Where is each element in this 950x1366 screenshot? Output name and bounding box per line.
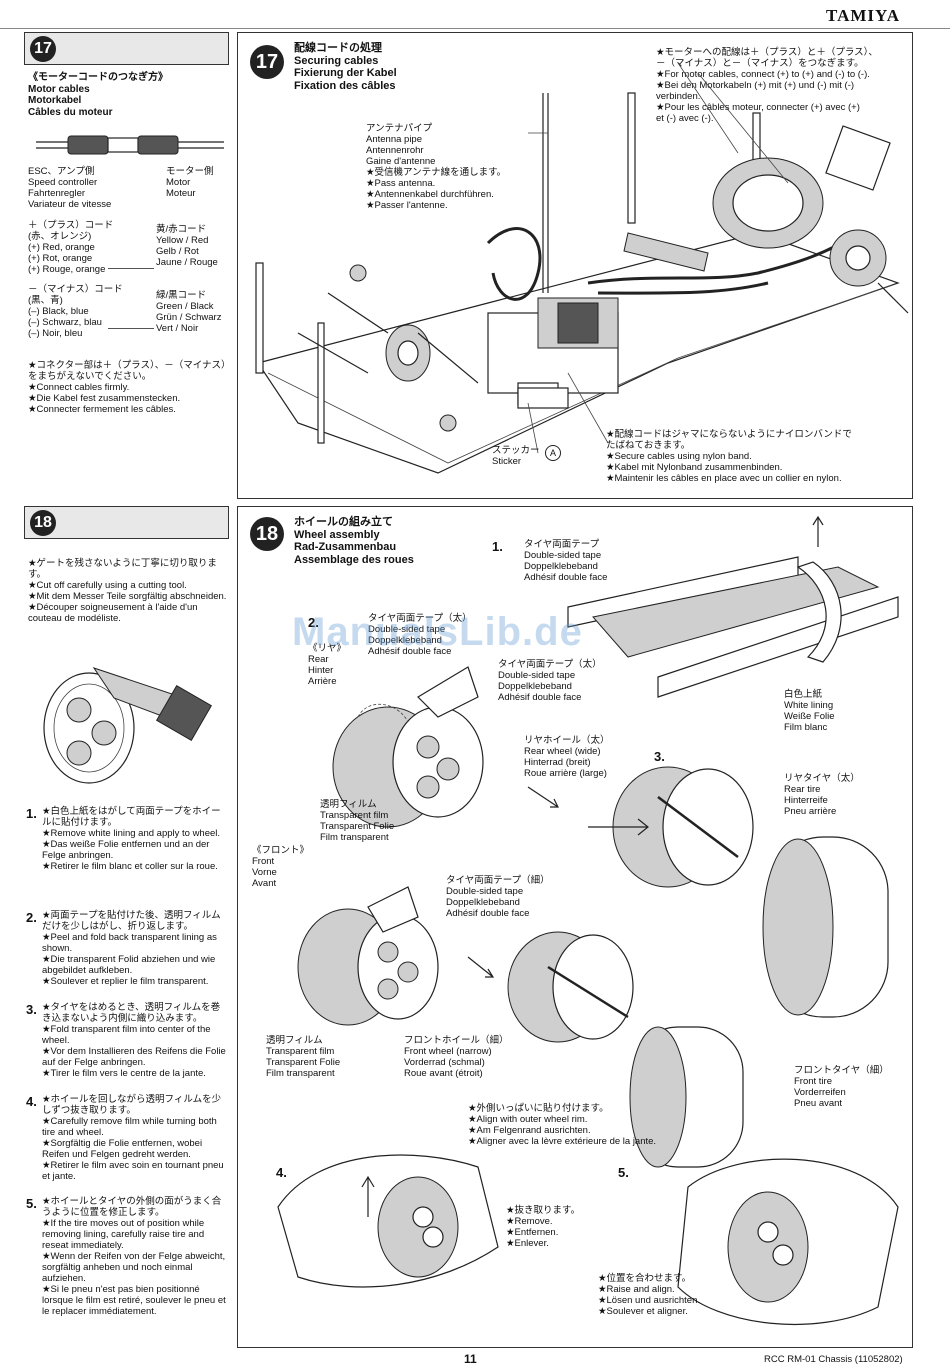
double-sided-tape-wide-label: タイヤ両面テープ（太） Double-sided tape Doppelkleb… [498, 659, 602, 703]
rear-wheel-label: リヤホイール（太） Rear wheel (wide) Hinterrad (b… [524, 735, 610, 779]
wheel-cutting-illustration [43, 667, 213, 784]
step17-side: 17 《モーターコードのつなぎ方》 Motor cables Motorkabe… [24, 32, 232, 502]
motor-side-label: モーター側 Motor Moteur [166, 166, 214, 199]
cut-note: ★ゲートを残さないように丁寧に切り取ります。 ★Cut off carefull… [28, 558, 227, 624]
rear-tire-label: リヤタイヤ（太） Rear tire Hinterreife Pneu arri… [784, 773, 860, 817]
double-sided-tape-label: タイヤ両面テープ（太） Double-sided tape Doppelkleb… [368, 613, 472, 657]
page-number: 11 [464, 1352, 477, 1366]
instruction-number: 1. [26, 806, 37, 821]
step17-main-panel: 17 配線コードの処理 Securing cables Fixierung de… [237, 32, 913, 499]
rear-label: 《リヤ》 Rear Hinter Arrière [308, 643, 347, 687]
raise-align-instruction: ★位置を合わせます。 ★Raise and align. ★Lösen und … [598, 1273, 700, 1317]
header-rule [0, 28, 950, 29]
instruction-text: ★両面テープを貼付けた後、透明フィルムだけを少しはがし、折り返します。 ★Pee… [42, 910, 221, 987]
motor-cable-connector-drawing [36, 135, 224, 155]
minus-cable-label: －（マイナス）コード (黒、青) (–) Black, blue (–) Sch… [28, 284, 123, 339]
sticker-label: ステッカー Sticker [492, 445, 540, 467]
step17-title: 配線コードの処理 Securing cables Fixierung der K… [294, 42, 397, 92]
instruction-number: 5. [26, 1196, 37, 1211]
nylon-band-instruction: ★配線コードはジャマにならないようにナイロンバンドで たばねておきます。 ★Se… [606, 429, 852, 484]
front-wheel-label: フロントホイール（細） Front wheel (narrow) Vorderr… [404, 1035, 509, 1079]
step-number-badge: 18 [30, 510, 56, 536]
substep-number: 4. [276, 1165, 287, 1180]
cable-link-line [108, 268, 154, 269]
substep-number: 3. [654, 749, 665, 764]
step18-side-header [24, 506, 229, 539]
instruction-text: ★ホイールを回しながら透明フィルムを少しずつ抜き取ります。 ★Carefully… [42, 1094, 224, 1182]
front-label: 《フロント》 Front Vorne Avant [252, 845, 310, 889]
step-number-badge: 17 [250, 45, 284, 79]
instruction-text: ★タイヤをはめるとき、透明フィルムを巻き込まないよう内側に織り込みます。 ★Fo… [42, 1002, 226, 1079]
step-number-badge: 17 [30, 36, 56, 62]
transparent-film-label: 透明フィルム Transparent film Transparent Foli… [320, 799, 395, 843]
instruction-number: 4. [26, 1094, 37, 1109]
double-sided-tape-narrow-label: タイヤ両面テープ（細） Double-sided tape Doppelkleb… [446, 875, 550, 919]
front-tire-label: フロントタイヤ（細） Front tire Vorderreifen Pneu … [794, 1065, 889, 1109]
double-sided-tape-label: タイヤ両面テープ Double-sided tape Doppelklebeba… [524, 539, 608, 583]
instruction-text: ★白色上紙をはがして両面テープをホイールに貼付けます。 ★Remove whit… [42, 806, 221, 872]
wheel-assembly-illustration [277, 515, 899, 1326]
substep-number: 1. [492, 539, 503, 554]
brand-logo: TAMIYA [826, 6, 901, 25]
watermark: ManualsLib.de [292, 610, 583, 654]
green-black-label: 緑/黒コード Green / Black Grün / Schwarz Vert… [156, 290, 222, 334]
transparent-film-label: 透明フィルム Transparent film Transparent Foli… [266, 1035, 341, 1079]
substep-number: 2. [308, 615, 319, 630]
instruction-number: 2. [26, 910, 37, 925]
step17-side-header [24, 32, 229, 65]
yellow-red-label: 黄/赤コード Yellow / Red Gelb / Rot Jaune / R… [156, 224, 218, 268]
esc-side-label: ESC、アンプ側 Speed controller Fahrtenregler … [28, 166, 112, 210]
instruction-text: ★ホイールとタイヤの外側の面がうまく合うように位置を修正します。 ★If the… [42, 1196, 226, 1317]
align-rim-instruction: ★外側いっぱいに貼り付けます。 ★Align with outer wheel … [468, 1103, 657, 1147]
connect-note: ★コネクター部は＋（プラス）、－（マイナス） をまちがえないでください。 ★Co… [28, 360, 231, 415]
motor-cable-instruction: ★モーターへの配線は＋（プラス）と＋（プラス）、 －（マイナス）と－（マイナス）… [656, 47, 878, 124]
step18-title: ホイールの組み立て Wheel assembly Rad-Zusammenbau… [294, 516, 414, 566]
remove-instruction: ★抜き取ります。 ★Remove. ★Entfernen. ★Enlever. [506, 1205, 581, 1249]
instruction-number: 3. [26, 1002, 37, 1017]
cable-link-line [108, 328, 154, 329]
substep-number: 5. [618, 1165, 629, 1180]
step-number-badge: 18 [250, 517, 284, 551]
step18-side: 18 ★ゲートを残さないように丁寧に切り取ります。 ★Cut off caref… [24, 506, 232, 1326]
white-lining-label: 白色上紙 White lining Weiße Folie Film blanc [784, 689, 835, 733]
antenna-pipe-label: アンテナパイプ Antenna pipe Antennenrohr Gaine … [366, 123, 507, 211]
chassis-cable-illustration [255, 62, 909, 474]
motor-cable-heading: 《モーターコードのつなぎ方》 Motor cables Motorkabel C… [28, 72, 168, 118]
document-code: RCC RM-01 Chassis (11052802) [764, 1354, 903, 1365]
plus-cable-label: ＋（プラス）コード (赤、オレンジ) (+) Red, orange (+) R… [28, 220, 114, 275]
step18-main-panel: 18 ホイールの組み立て Wheel assembly Rad-Zusammen… [237, 506, 913, 1348]
sticker-a-mark: A [545, 445, 561, 461]
